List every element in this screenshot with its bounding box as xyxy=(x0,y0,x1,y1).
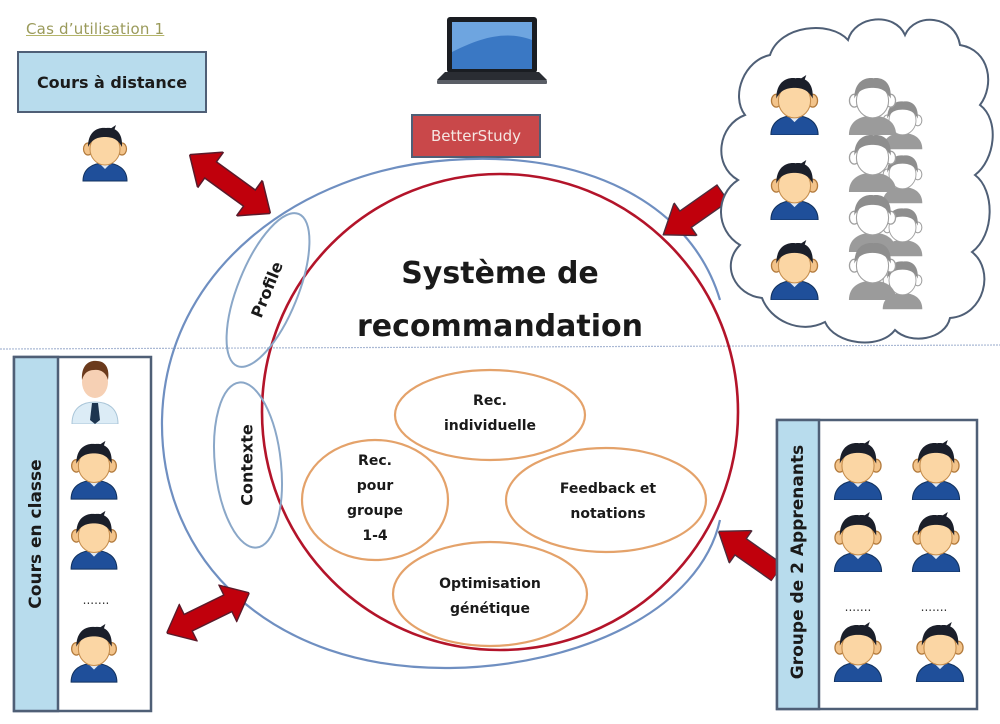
module-individual-rec: Rec. individuelle xyxy=(393,368,587,462)
separator-line xyxy=(0,344,1000,350)
module-group-line1: Rec. xyxy=(358,453,392,469)
groups-label: Groupe de 2 Apprenants xyxy=(788,445,808,679)
module-individual-line2: individuelle xyxy=(444,418,536,434)
learner-icon xyxy=(82,124,128,182)
module-group-line3: groupe xyxy=(347,503,403,519)
module-feedback-line2: notations xyxy=(570,506,645,522)
module-genetic-line2: génétique xyxy=(450,601,530,617)
profile-label: Profile xyxy=(247,259,287,321)
module-group-rec: Rec. pour groupe 1-4 xyxy=(300,438,450,562)
context-label: Contexte xyxy=(238,424,257,506)
outer-system-circle xyxy=(160,157,722,670)
distance-course-label: Cours à distance xyxy=(36,72,188,92)
module-feedback: Feedback et notations xyxy=(504,446,708,554)
bidirectional-arrow-distance xyxy=(176,136,284,232)
profile-oval: Profile xyxy=(225,212,311,368)
groups-box: Groupe de 2 Apprenants ....... ....... xyxy=(775,418,979,711)
groups-ellipsis-left: ....... xyxy=(845,600,872,614)
module-group-line2: pour xyxy=(357,478,394,494)
module-genetic-line1: Optimisation xyxy=(439,576,541,592)
platform-name: BetterStudy xyxy=(431,127,521,145)
system-title-line1: Système de xyxy=(401,256,599,291)
distance-course-box: Cours à distance xyxy=(17,51,207,113)
core-system-circle xyxy=(260,172,740,652)
module-group-line4: 1-4 xyxy=(362,528,388,544)
system-title-line2: recommandation xyxy=(357,309,643,344)
classroom-ellipsis: ....... xyxy=(83,593,110,607)
module-feedback-line1: Feedback et xyxy=(560,481,656,497)
module-genetic-opt: Optimisation génétique xyxy=(391,540,589,648)
use-case-label: Cas d’utilisation 1 xyxy=(26,20,165,38)
module-individual-line1: Rec. xyxy=(473,393,507,409)
groups-ellipsis-right: ....... xyxy=(921,600,948,614)
classroom-label: Cours en classe xyxy=(26,459,46,608)
context-oval: Contexte xyxy=(213,381,283,549)
classroom-box: Cours en classe ....... xyxy=(12,355,153,713)
laptop-icon xyxy=(437,17,547,84)
platform-box: BetterStudy xyxy=(411,114,541,158)
bidirectional-arrow-classroom xyxy=(157,573,259,653)
